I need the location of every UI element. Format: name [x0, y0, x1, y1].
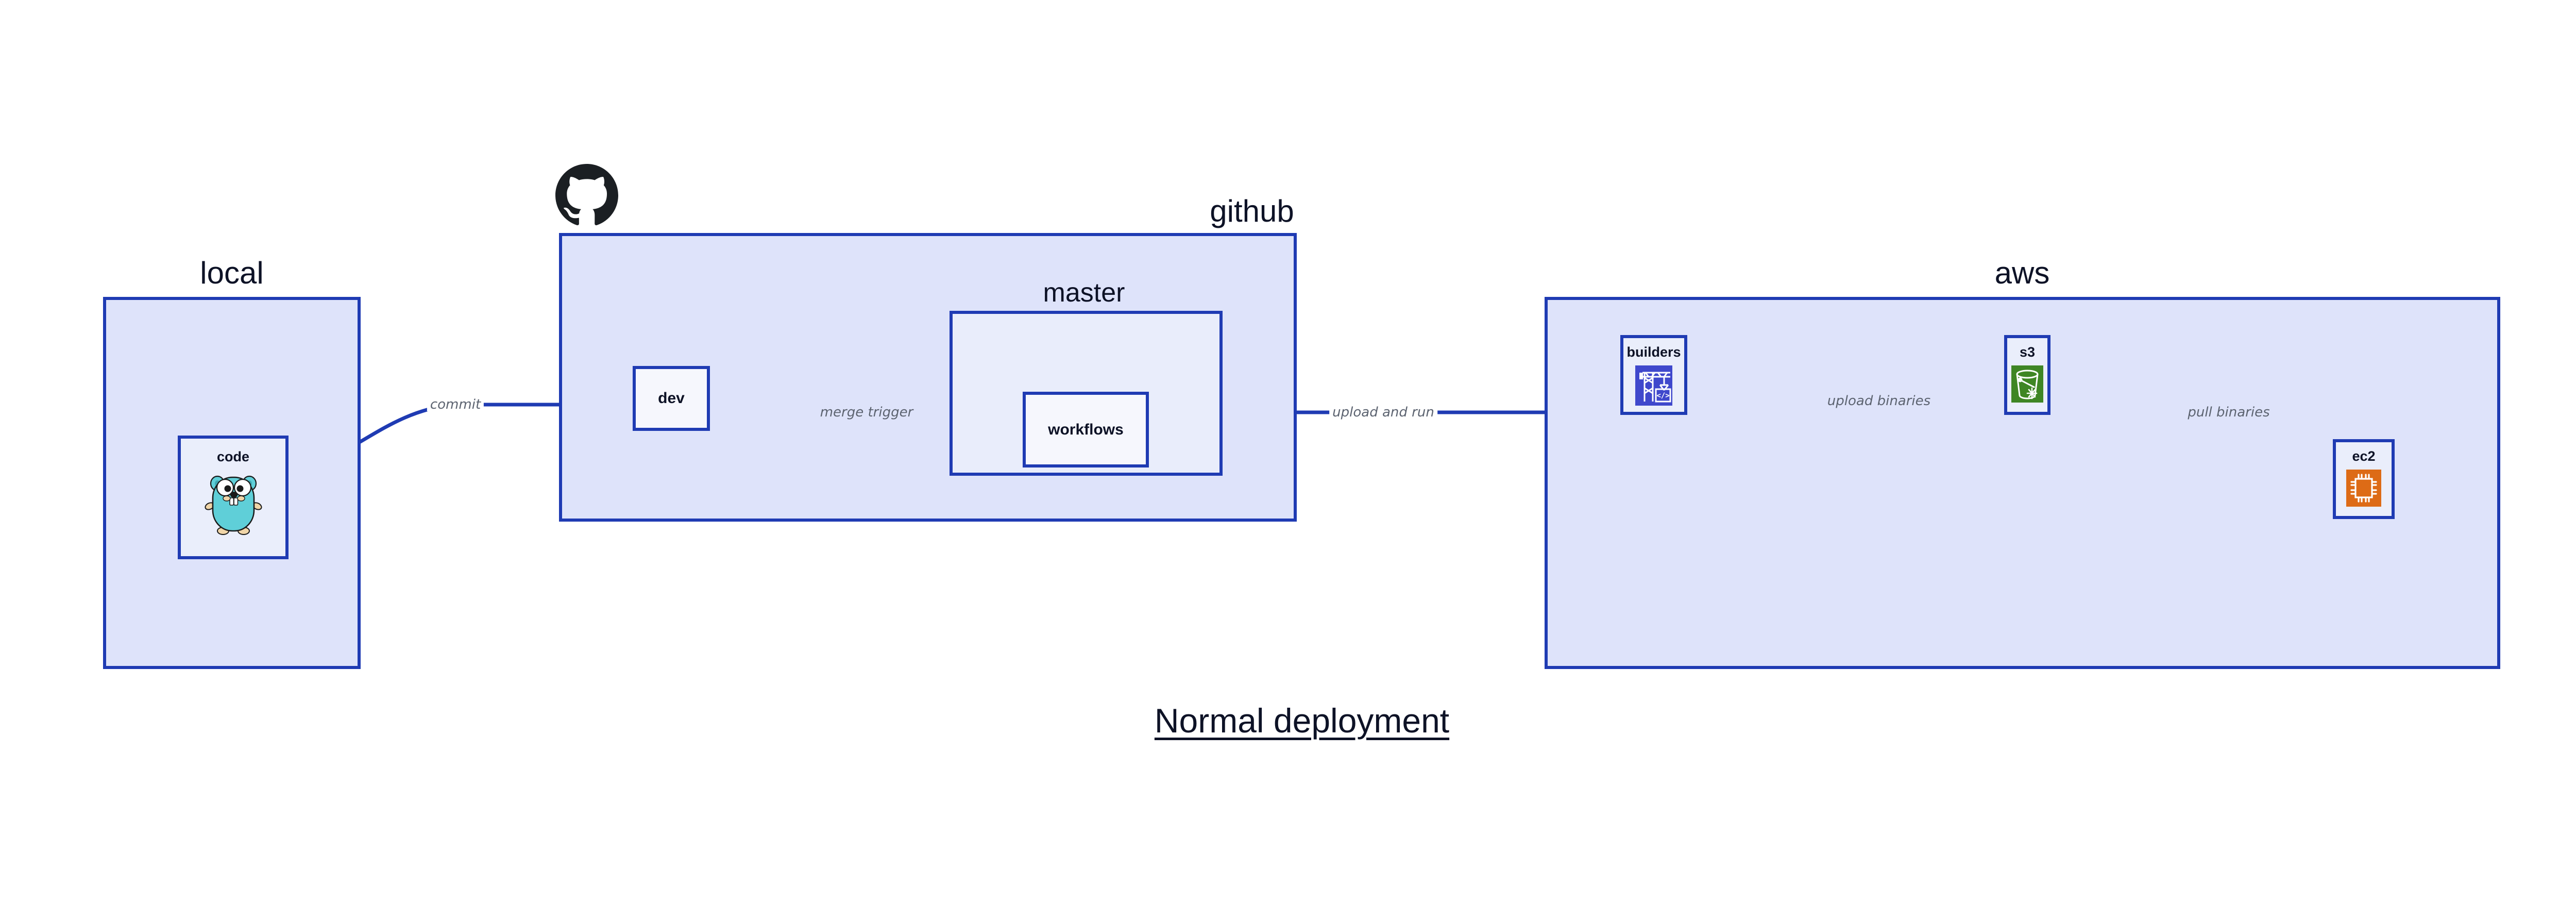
diagram-title: Normal deployment: [1154, 701, 1450, 740]
node-label-workflows: workflows: [1048, 421, 1124, 438]
node-s3[interactable]: s3: [2004, 335, 2050, 415]
node-label-dev: dev: [658, 390, 685, 407]
node-workflows[interactable]: workflows: [1023, 392, 1149, 467]
node-builders[interactable]: builders <: [1620, 335, 1687, 415]
group-label-github: github: [1210, 194, 1294, 228]
svg-text:</>: </>: [1656, 392, 1669, 400]
group-label-aws: aws: [1994, 256, 2050, 290]
subgroup-label-master: master: [1043, 278, 1125, 308]
edge-label-merge-trigger: merge trigger: [817, 406, 917, 419]
github-octocat-icon: [555, 164, 618, 227]
edge-label-commit: commit: [427, 398, 484, 411]
node-label-s3: s3: [2019, 344, 2036, 360]
node-dev[interactable]: dev: [633, 366, 710, 431]
group-label-local: local: [200, 256, 264, 290]
group-local: [103, 297, 361, 669]
edge-label-upload-and-run: upload and run: [1329, 406, 1437, 419]
edge-label-upload-binaries: upload binaries: [1824, 394, 1934, 408]
node-ec2[interactable]: ec2: [2333, 439, 2395, 519]
cpu-chip-icon: [2346, 470, 2381, 507]
edge-label-pull-binaries: pull binaries: [2184, 406, 2273, 419]
node-label-ec2: ec2: [2352, 448, 2376, 464]
node-code[interactable]: code: [178, 436, 289, 559]
s3-bucket-icon: [2011, 365, 2043, 403]
node-label-code: code: [216, 449, 250, 464]
crane-code-icon: </>: [1635, 365, 1672, 406]
go-gopher-icon: [204, 470, 263, 535]
node-label-builders: builders: [1626, 344, 1681, 360]
